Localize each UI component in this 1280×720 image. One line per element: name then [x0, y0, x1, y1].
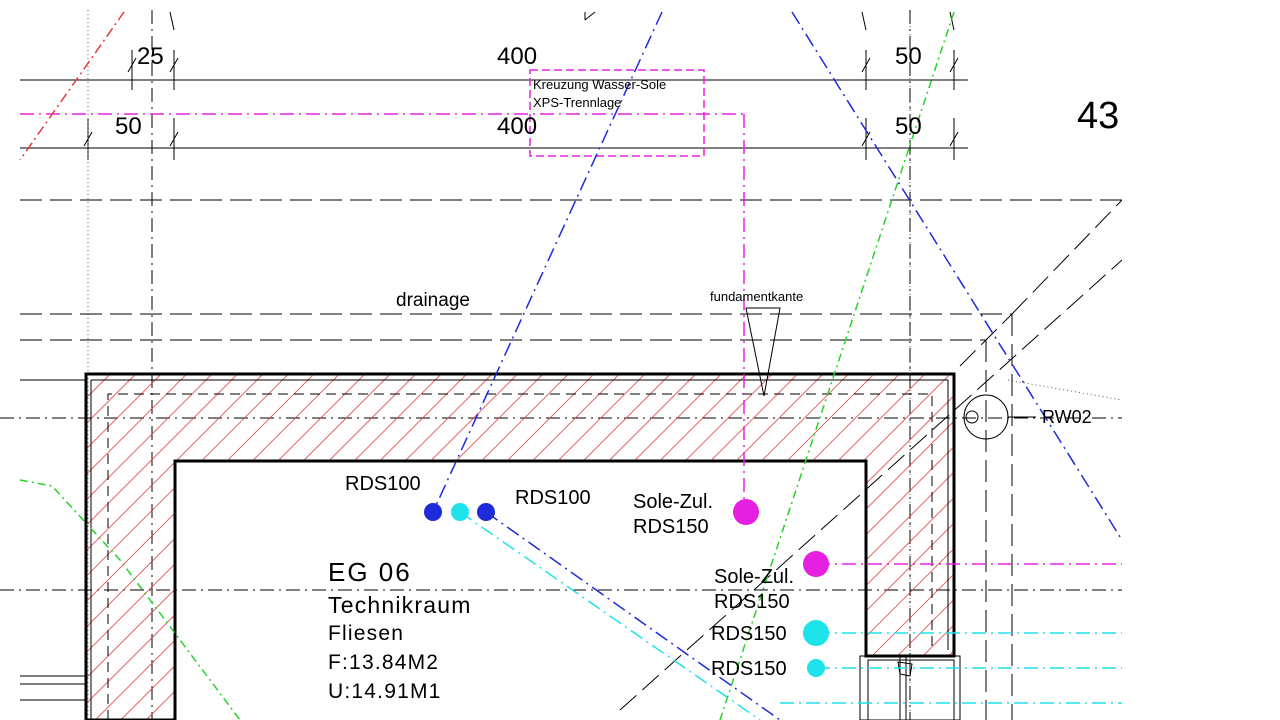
- room-name: Technikraum: [328, 592, 472, 618]
- downpipe-symbol: [963, 394, 1036, 440]
- drainage-label: drainage: [396, 290, 470, 311]
- earth-lines: [19, 11, 955, 720]
- pipe-marker-rds100-a: [424, 503, 442, 521]
- dotted-guides: [87, 10, 1122, 720]
- room-floor: Fliesen: [328, 622, 405, 645]
- crossing-note-line2: XPS-Trennlage: [533, 95, 622, 110]
- door-frame: [859, 655, 961, 720]
- pipe-marker-sole-2: [803, 551, 829, 577]
- dimension-label: 400: [497, 113, 538, 140]
- fundament-label: fundamentkante: [710, 289, 804, 304]
- water-cold-lines: [459, 511, 1122, 720]
- pipe-label-rds150-b: RDS150: [711, 658, 787, 680]
- pipe-marker-rds100-b: [477, 503, 495, 521]
- dashed-lines: [20, 199, 1122, 720]
- pipe-marker-rds150-b: [807, 659, 825, 677]
- pipe-label-sole-1a: Sole-Zul.: [633, 491, 714, 513]
- sole-lines: [20, 113, 1122, 565]
- pipe-marker-cold: [451, 503, 469, 521]
- pipe-markers: [424, 499, 829, 677]
- insulation-dashed: [107, 393, 933, 720]
- dimension-label: 50: [115, 113, 142, 140]
- pipe-marker-sole-1: [733, 499, 759, 525]
- pipe-label-sole-1b: RDS150: [633, 516, 709, 538]
- crossing-note-line1: Kreuzung Wasser-Sole: [533, 77, 667, 92]
- fundament-pointer: [745, 307, 781, 397]
- crossing-box: [529, 69, 705, 157]
- room-id: EG 06: [328, 557, 412, 587]
- water-hot-lines: [432, 11, 1122, 720]
- dimension-lines: [20, 11, 968, 160]
- pipe-label-rds100-a: RDS100: [345, 473, 421, 495]
- left-stub-lines: [20, 379, 86, 701]
- pipe-label-sole-2b: RDS150: [714, 591, 790, 613]
- wall-hatch: [84, 372, 956, 720]
- pipe-label-rds150-a: RDS150: [711, 623, 787, 645]
- room-perimeter: U:14.91M1: [328, 680, 442, 703]
- downpipe-label: RW02: [1042, 407, 1092, 427]
- pipe-label-rds100-b: RDS100: [515, 487, 591, 509]
- dimension-label: 25: [137, 43, 164, 70]
- red-guide-line: [19, 11, 125, 161]
- sheet-number: 43: [1077, 95, 1120, 137]
- room-area: F:13.84M2: [328, 651, 440, 674]
- dimension-label: 50: [895, 113, 922, 140]
- dimension-label: 400: [497, 43, 538, 70]
- dimension-label: 50: [895, 43, 922, 70]
- pipe-label-sole-2a: Sole-Zul.: [714, 566, 795, 588]
- pipe-marker-rds150-a: [803, 620, 829, 646]
